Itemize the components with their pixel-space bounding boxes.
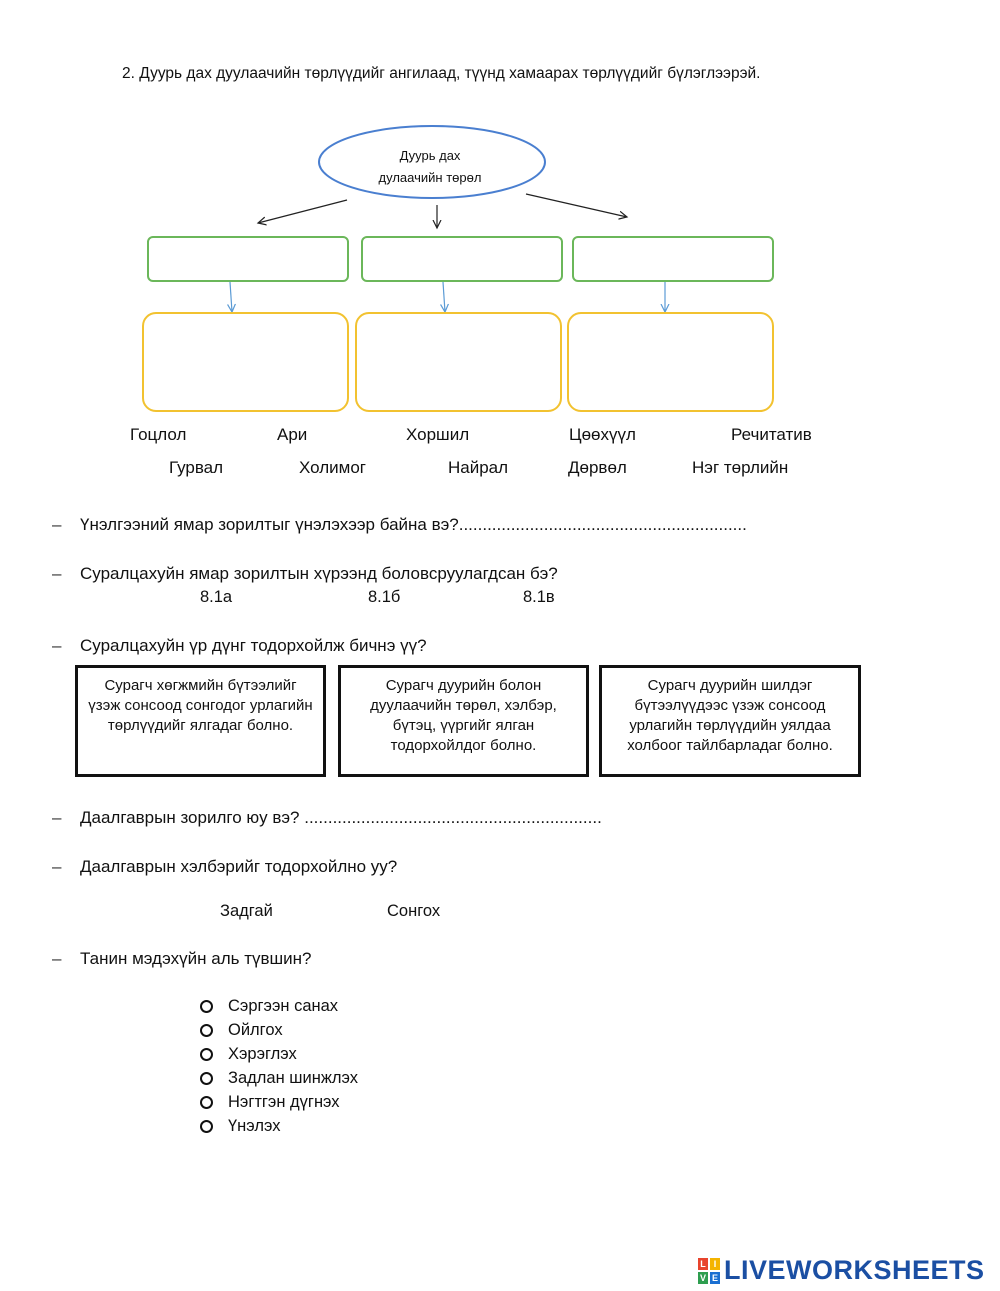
radio-circle-icon[interactable] [200, 1119, 213, 1133]
level-label: Хэрэглэх [228, 1044, 297, 1063]
level-option[interactable]: Нэгтгэн дүгнэх [200, 1090, 358, 1114]
dash-bullet: – [52, 515, 62, 534]
dash-bullet: – [52, 636, 62, 655]
group-box-1[interactable] [142, 312, 349, 412]
logo-letter: I [710, 1257, 720, 1270]
format-option[interactable]: Сонгох [387, 902, 441, 920]
level-label: Нэгтгэн дүгнэх [228, 1092, 340, 1111]
blue-arrow-1 [230, 281, 232, 312]
task-title: 2. Дуурь дах дуулаачийн төрлүүдийг ангил… [122, 65, 761, 82]
objective-code[interactable]: 8.1а [200, 588, 233, 606]
word-item[interactable]: Гоцлол [130, 425, 187, 444]
question-assessment-objective: –Үнэлгээний ямар зорилтыг үнэлэхээр байн… [52, 515, 747, 535]
dash-bullet: – [52, 857, 62, 876]
logo-letter: L [698, 1257, 708, 1270]
outcome-box-1[interactable]: Сурагч хөгжмийн бүтээлийг үзэж сонсоод с… [75, 665, 326, 777]
radio-circle-icon[interactable] [200, 1023, 213, 1037]
liveworksheets-logo: L I V E LIVEWORKSHEETS [698, 1255, 985, 1286]
classification-diagram [0, 125, 1000, 430]
word-item[interactable]: Гурвал [169, 458, 224, 477]
word-item[interactable]: Холимог [299, 458, 366, 477]
root-ellipse [318, 125, 546, 199]
question-text: Суралцахуйн ямар зорилтын хүрээнд боловс… [80, 564, 558, 583]
category-box-3[interactable] [572, 236, 774, 282]
word-item[interactable]: Хоршил [406, 425, 470, 444]
question-text: Даалгаврын хэлбэрийг тодорхойлно уу? [80, 857, 398, 876]
question-text: Танин мэдэхүйн аль түвшин? [80, 949, 312, 968]
question-text: Үнэлгээний ямар зорилтыг үнэлэхээр байна… [80, 515, 747, 534]
dash-bullet: – [52, 949, 62, 968]
word-item[interactable]: Найрал [448, 458, 509, 477]
question-task-purpose: –Даалгаврын зорилго юу вэ? .............… [52, 808, 602, 828]
logo-mark-icon: L I V E [698, 1257, 720, 1284]
radio-circle-icon[interactable] [200, 1071, 213, 1085]
question-text: Даалгаврын зорилго юу вэ? ..............… [80, 808, 602, 827]
group-box-3[interactable] [567, 312, 774, 412]
outcome-box-3[interactable]: Сурагч дуурийн шилдэг бүтээлүүдээс үзэж … [599, 665, 861, 777]
logo-letter: E [710, 1271, 720, 1284]
radio-circle-icon[interactable] [200, 1047, 213, 1061]
arrow-right [525, 193, 627, 217]
level-option[interactable]: Ойлгох [200, 1018, 358, 1042]
question-text: Суралцахуйн үр дүнг тодорхойлж бичнэ үү? [80, 636, 427, 655]
level-label: Үнэлэх [228, 1116, 281, 1135]
arrow-left [258, 199, 348, 223]
dash-bullet: – [52, 564, 62, 583]
level-label: Задлан шинжлэх [228, 1068, 358, 1087]
blue-arrow-2 [443, 281, 445, 312]
level-label: Ойлгох [228, 1020, 283, 1039]
group-box-2[interactable] [355, 312, 562, 412]
level-label: Сэргээн санах [228, 996, 339, 1015]
level-option[interactable]: Үнэлэх [200, 1114, 358, 1138]
question-learning-objective: –Суралцахуйн ямар зорилтын хүрээнд болов… [52, 564, 558, 584]
radio-circle-icon[interactable] [200, 999, 213, 1013]
word-item[interactable]: Цөөхүүл [569, 425, 636, 444]
cognitive-level-list: Сэргээн санах Ойлгох Хэрэглэх Задлан шин… [200, 994, 358, 1138]
level-option[interactable]: Хэрэглэх [200, 1042, 358, 1066]
word-item[interactable]: Нэг төрлийн [692, 458, 789, 477]
radio-circle-icon[interactable] [200, 1095, 213, 1109]
objective-code[interactable]: 8.1б [368, 588, 401, 606]
format-option[interactable]: Задгай [220, 902, 273, 920]
root-label-line2: дулаачийн төрөл [378, 170, 482, 185]
category-box-1[interactable] [147, 236, 349, 282]
word-item[interactable]: Речитатив [731, 425, 812, 444]
word-item[interactable]: Ари [277, 425, 308, 444]
outcome-box-2[interactable]: Сурагч дуурийн болон дуулаачийн төрөл, х… [338, 665, 589, 777]
category-box-2[interactable] [361, 236, 563, 282]
question-cognitive-level: –Танин мэдэхүйн аль түвшин? [52, 949, 312, 969]
question-task-format: –Даалгаврын хэлбэрийг тодорхойлно уу? [52, 857, 397, 877]
root-label-line1: Дуурь дах [399, 148, 461, 163]
root-label: Дуурь дах дулаачийн төрөл [355, 145, 505, 189]
logo-text: LIVEWORKSHEETS [724, 1255, 985, 1285]
level-option[interactable]: Задлан шинжлэх [200, 1066, 358, 1090]
logo-letter: V [698, 1271, 708, 1284]
objective-code[interactable]: 8.1в [523, 588, 555, 606]
level-option[interactable]: Сэргээн санах [200, 994, 358, 1018]
question-learning-outcome: –Суралцахуйн үр дүнг тодорхойлж бичнэ үү… [52, 636, 427, 656]
word-item[interactable]: Дөрвөл [568, 458, 627, 477]
dash-bullet: – [52, 808, 62, 827]
